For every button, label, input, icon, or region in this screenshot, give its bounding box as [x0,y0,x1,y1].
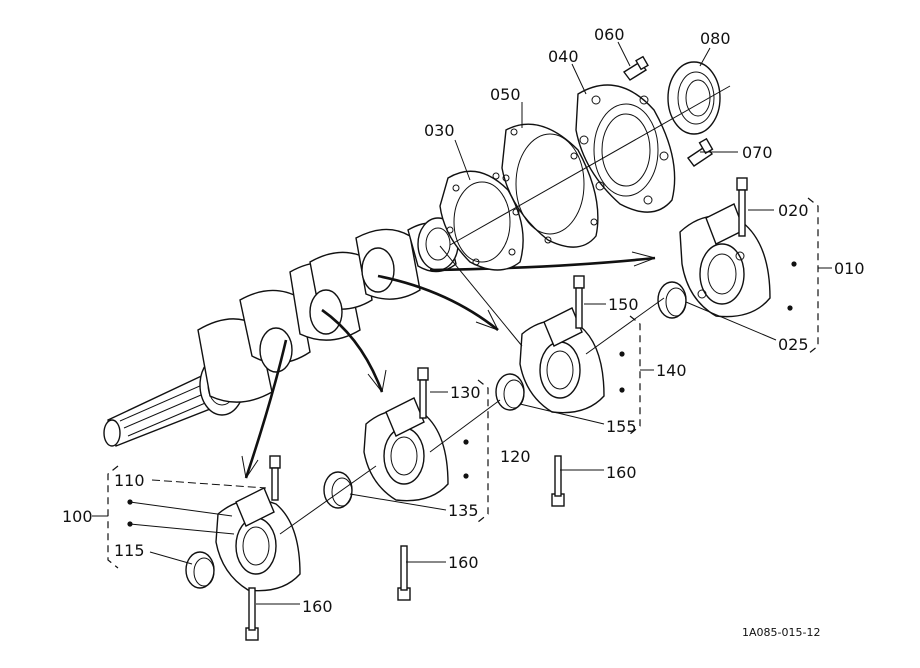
bearing-case-100 [215,487,301,592]
bracket-140 [629,315,641,435]
bolt-160-front [245,587,259,641]
label-030: 030 [424,121,455,140]
label-010: 010 [834,259,865,278]
label-040: 040 [548,47,579,66]
bolt-070 [686,137,714,167]
assembly-arrow-front [244,339,288,479]
label-080: 080 [700,29,731,48]
label-070: 070 [742,143,773,162]
bolt-160-middle [397,545,411,601]
bearing-115 [185,551,215,589]
leader-lines [129,41,777,605]
label-120: 120 [500,447,531,466]
label-060: 060 [594,25,625,44]
bolt-150 [573,275,585,329]
drawing-number: 1A085-015-12 [742,626,820,639]
bearing-case-130 [363,397,449,502]
label-050: 050 [490,85,521,104]
label-160-middle: 160 [448,553,479,572]
assembly-arrow-rear [429,256,656,272]
label-110: 110 [114,471,145,490]
assembly-arrow-center [377,274,499,332]
gasket-050 [501,123,599,248]
bearing-155 [495,373,525,411]
bearing-case-140 [519,307,605,414]
label-155: 155 [606,417,637,436]
bolt-060 [622,55,649,81]
assembly-arrow-middle [321,308,384,393]
oil-seal-080 [667,61,721,135]
label-115: 115 [114,541,145,560]
label-130: 130 [450,383,481,402]
bolt-020 [736,177,748,237]
bracket-100 [107,465,119,569]
label-150: 150 [608,295,639,314]
bolt-160-center [551,455,565,507]
bolt-110 [269,455,281,501]
seal-housing-040 [575,84,676,213]
callout-dots [127,261,797,527]
bracket-010 [807,197,819,355]
bearing-025 [657,281,687,319]
label-160-center: 160 [606,463,637,482]
label-135: 135 [448,501,479,520]
bracket-120 [477,379,489,523]
bolt-130 [417,367,429,419]
label-020: 020 [778,201,809,220]
label-100: 100 [62,507,93,526]
label-140: 140 [656,361,687,380]
gasket-030 [439,170,524,271]
label-160-front: 160 [302,597,333,616]
label-025: 025 [778,335,809,354]
bearing-135 [323,471,353,509]
bearing-case-010 [679,203,771,318]
